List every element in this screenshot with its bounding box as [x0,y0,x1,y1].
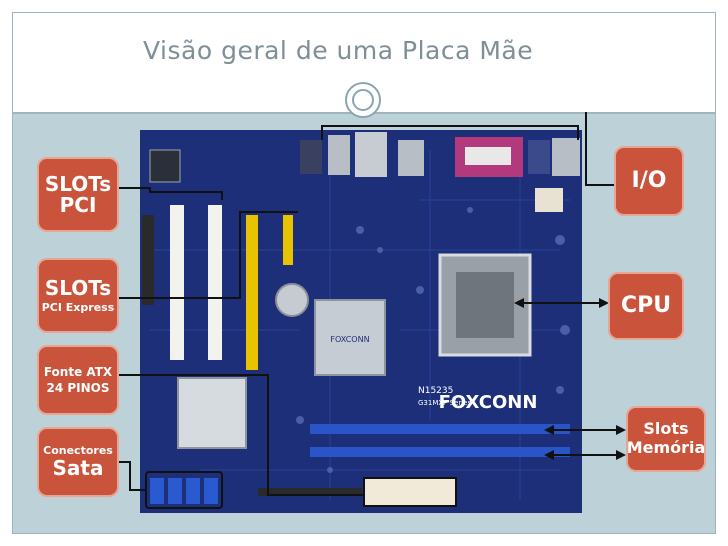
label-pci-line1: SLOTs [44,171,112,196]
board-dots [296,207,570,473]
label-mem-line1: Slots [643,419,689,439]
usb-stack-2 [398,140,424,176]
sata-connector-3 [186,478,200,504]
label-mem-line2: Memória [626,438,706,457]
cpu-socket [438,253,532,357]
pci-slot-1 [170,205,184,360]
label-sata-line1: Conectores [43,443,113,457]
label-cpu: CPU [608,272,684,340]
ps2-port [149,149,181,183]
parallel-port-label [465,147,511,165]
power-4pin [535,188,563,212]
label-pcie-slots: SLOTs PCI Express [37,258,119,333]
board-brand-logo: FOXCONN [439,392,538,413]
ring-ornament-icon [345,82,381,118]
label-sata-connectors: Conectores Sata [37,427,119,497]
slide-frame [12,12,716,534]
label-io: I/O [614,146,684,216]
video-port [300,140,322,174]
label-atx-power: Fonte ATX 24 PINOS [37,345,119,415]
audio-port [552,138,580,176]
memory-slot-1 [310,424,570,434]
label-cpu-line1: CPU [620,293,672,319]
callout-lines [118,112,620,496]
sata-connector-1 [150,478,164,504]
cpu-socket-inner [456,272,514,338]
label-pcie-line1: SLOTs [44,275,112,300]
atx-callout [118,374,364,496]
label-pci-line2: PCI [59,192,97,217]
ide-connector [142,215,154,305]
pcie-slot-2 [283,215,293,265]
label-sata-line2: Sata [52,456,104,481]
label-io-line1: I/O [631,168,667,194]
cmos-battery [275,283,309,317]
bottom-slot [258,488,362,496]
serial-port [528,140,550,174]
heatsink-brand: FOXCONN [330,335,369,344]
board-model-series: G31MXP Series [418,399,471,407]
ring-inner-icon [352,89,374,111]
label-memory-slots: Slots Memória [626,406,706,472]
label-pcie-line2: PCI Express [41,300,115,314]
northbridge-heatsink [314,299,386,376]
label-atx-line1: Fonte ATX [43,364,113,379]
atx-24pin-connector [363,477,457,507]
sata-callout [118,461,146,491]
pcie-slot-1 [246,215,258,370]
southbridge-heatsink [177,377,247,449]
pci-callout [118,187,223,200]
pcie-callout [118,211,298,299]
callout-arrowheads [514,298,626,460]
sata-connector-2 [168,478,182,504]
slide-title: Visão geral de uma Placa Mãe [143,36,534,65]
board-model-number: N15235 [418,386,453,396]
io-callout [321,112,618,186]
label-pci-slots: SLOTs PCI [37,157,119,232]
pci-slot-2 [208,205,222,360]
ethernet-port [355,132,387,177]
sata-connector-4 [204,478,218,504]
label-atx-line2: 24 PINOS [46,380,110,395]
memory-slot-2 [310,447,570,457]
usb-stack-1 [328,135,350,175]
